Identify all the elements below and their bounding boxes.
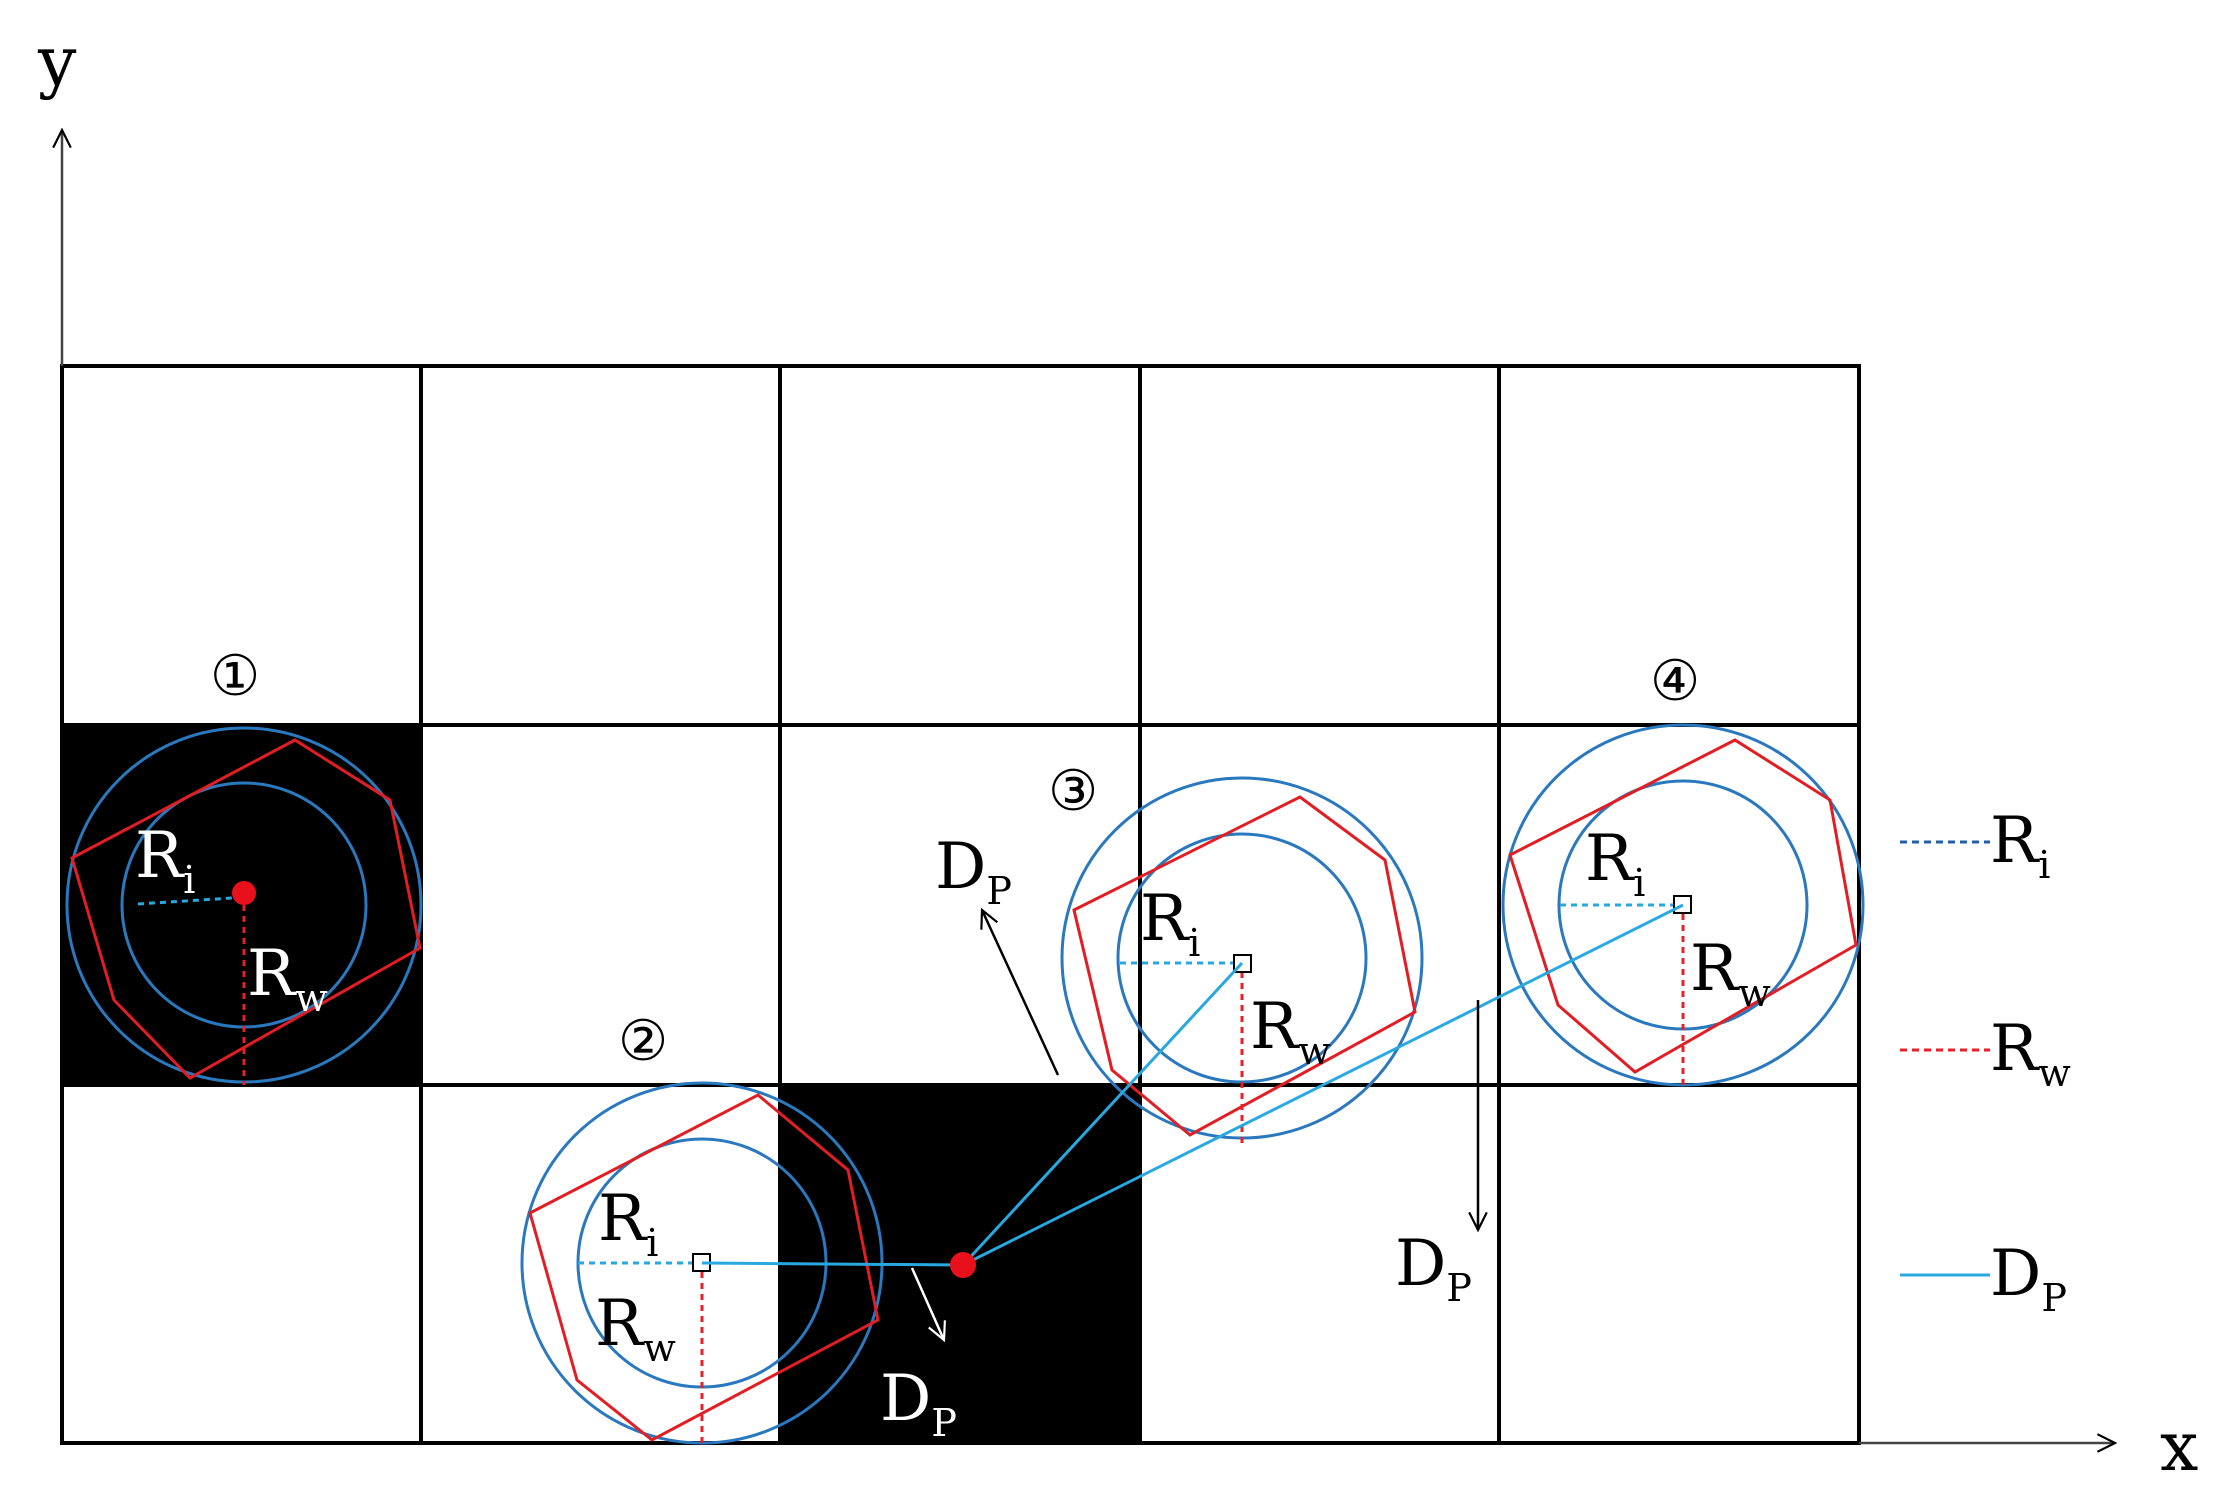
footprint-polygon: [1072, 795, 1417, 1137]
ri-label: Ri: [1140, 882, 1200, 965]
dp-arrow-2: [982, 910, 1060, 1076]
marker-4: ④: [1650, 649, 1700, 714]
marker-3: ③: [1048, 759, 1098, 824]
legend-ri-label: Ri: [1990, 804, 2050, 887]
distance-lines: [701, 903, 1684, 1267]
grid: [60, 364, 1861, 1445]
y-axis-label: y: [37, 23, 77, 102]
dp-label-3: DP: [1395, 1227, 1472, 1310]
rw-label: Rw: [247, 937, 328, 1020]
footprint-polygon: [70, 738, 422, 1080]
reference-point: [950, 1252, 976, 1278]
marker-2: ②: [618, 1009, 668, 1074]
rw-label: Rw: [595, 1287, 676, 1370]
center-point: [232, 881, 256, 905]
axes: [62, 130, 2115, 1443]
robot-1: Ri Rw: [65, 726, 423, 1085]
ri-label: Ri: [135, 819, 195, 902]
marker-1: ①: [210, 644, 260, 709]
dp-label-2: DP: [935, 830, 1012, 913]
dp-arrow-1: [910, 1267, 944, 1340]
ri-line: [137, 896, 233, 906]
legend: Ri Rw DP: [1900, 804, 2071, 1320]
legend-rw-label: Rw: [1990, 1012, 2071, 1095]
ri-label: Ri: [1585, 822, 1645, 905]
legend-dp-label: DP: [1990, 1237, 2067, 1320]
dp-label-1: DP: [880, 1362, 957, 1445]
robot-4: Ri Rw: [1501, 723, 1865, 1087]
rw-label: Rw: [1690, 932, 1771, 1015]
footprint-polygon: [1508, 738, 1858, 1074]
robot-3: Ri Rw: [1060, 776, 1424, 1145]
footprint-polygon: [528, 1093, 880, 1442]
rw-label: Rw: [1250, 990, 1331, 1073]
x-axis-label: x: [2160, 1408, 2198, 1487]
ri-label: Ri: [598, 1182, 658, 1265]
